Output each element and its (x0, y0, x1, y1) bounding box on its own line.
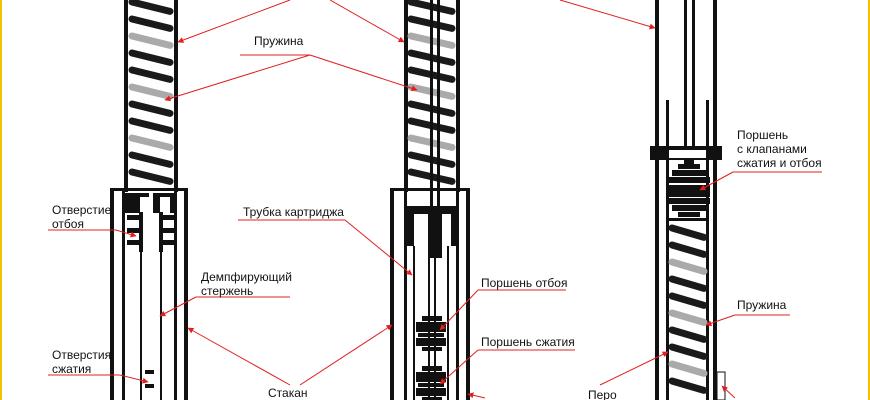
leader-fork-leg (599, 351, 669, 386)
leader-top-right (559, 0, 656, 30)
label-compression-piston: Поршень сжатия (481, 335, 575, 349)
left-spring-coil (128, 15, 174, 32)
left-spring-coil (128, 117, 174, 134)
left-spring-coil (128, 134, 174, 151)
leader-rebound-piston (439, 289, 479, 331)
label-compression-holes: Отверстия сжатия (52, 348, 112, 376)
right-upper-tube-wall-right (713, 0, 717, 160)
left-inner-tube-wall-left (122, 191, 125, 400)
leader-spring-left (164, 54, 311, 102)
mid-cartridge-rod-left (430, 0, 433, 210)
leader-spring-top-b (329, 0, 405, 43)
left-inner-tube-wall-right (174, 191, 177, 400)
right-spring-coil (668, 360, 708, 377)
left-compression-hole-marker-2 (145, 384, 154, 388)
leader-spring-top-a (177, 0, 291, 43)
label-fork-leg: Перо (588, 388, 617, 400)
label-rebound-piston: Поршень отбоя (481, 276, 568, 290)
left-damping-rod-wall-left (140, 252, 142, 400)
left-spring (128, 0, 174, 185)
right-spring-coil (668, 343, 708, 360)
right-fork (650, 0, 726, 400)
right-spring-coil (668, 241, 708, 258)
right-spring-coil (668, 258, 708, 275)
left-spring-coil (128, 0, 174, 15)
right-rod-left (684, 0, 687, 160)
label-spring-right: Пружина (737, 298, 787, 312)
leader-valve-piston (699, 171, 734, 191)
mid-cartridge-rod-right (437, 0, 440, 210)
leader-cup-left (187, 327, 291, 386)
label-damping-rod: Демпфирующий стержень (201, 270, 292, 298)
leader-compression-piston (439, 349, 479, 385)
label-valve-piston: Поршень с клапанами сжатия и отбоя (737, 128, 822, 170)
leader-bottom-mid (467, 392, 486, 399)
left-compression-hole-marker (145, 370, 154, 374)
left-spring-coil (128, 100, 174, 117)
leader-cup-mid (299, 324, 393, 386)
mid-inner-tube-wall-right (456, 191, 459, 400)
right-spring-coil (668, 309, 708, 326)
label-rebound-hole: Отверстие отбоя (52, 203, 112, 231)
right-spring (668, 224, 708, 394)
mid-upper-tube-wall-right (456, 0, 460, 192)
left-upper-tube-wall-right (174, 0, 178, 192)
label-cartridge-tube: Трубка картриджа (243, 205, 344, 219)
right-spring-coil (668, 377, 708, 394)
left-spring-coil (128, 49, 174, 66)
label-spring-top: Пружина (254, 34, 304, 48)
left-spring-coil (128, 66, 174, 83)
left-lower-leg-wall-left (110, 188, 114, 400)
left-spring-coil (128, 83, 174, 100)
right-spring-coil (668, 224, 708, 241)
mid-inner-tube-wall-left (404, 191, 407, 400)
right-fork-leg-tab (716, 371, 726, 400)
leader-rebound-hole (115, 229, 137, 238)
mid-lower-leg-wall-right (466, 188, 470, 400)
leader-spring-mid (309, 54, 418, 92)
mid-upper-tube-wall-left (404, 0, 408, 192)
left-lower-leg-wall-right (184, 188, 188, 400)
left-damper-head (125, 193, 175, 252)
left-spring-coil (128, 32, 174, 49)
mid-lower-leg-wall-left (390, 188, 394, 400)
left-spring-coil (128, 151, 174, 168)
right-lower-tube-wall-right (713, 100, 717, 400)
annotation-lines (48, 0, 822, 399)
left-damping-rod-wall-right (160, 252, 162, 400)
right-valve-piston (668, 158, 710, 221)
left-fork (110, 0, 188, 400)
right-rod-right (692, 0, 695, 160)
mid-cartridge-cap (406, 206, 458, 258)
leader-fork-leg-b (721, 385, 736, 399)
right-lower-tube-wall-left (655, 100, 659, 400)
middle-fork (390, 0, 470, 400)
right-inner-tube-wall-right (706, 100, 709, 400)
leader-spring-right (705, 314, 736, 327)
right-inner-tube-wall-left (666, 100, 669, 400)
leader-compression-holes (119, 374, 149, 384)
mid-lower-leg-top (390, 188, 470, 191)
mid-rebound-piston (416, 316, 446, 351)
right-spring-coil (668, 275, 708, 292)
label-cup: Стакан (268, 386, 308, 400)
right-spring-coil (668, 326, 708, 343)
left-spring-coil (128, 168, 174, 185)
right-upper-tube-wall-left (655, 0, 659, 160)
leader-cartridge-tube (344, 219, 413, 276)
mid-cartridge-tube-left (413, 246, 415, 400)
right-spring-coil (668, 292, 708, 309)
leader-damping-rod (159, 296, 197, 317)
left-lower-leg-top (110, 188, 188, 191)
mid-cartridge-tube-right (447, 246, 449, 400)
left-upper-tube-wall-left (124, 0, 128, 192)
mid-compression-piston (416, 366, 446, 400)
